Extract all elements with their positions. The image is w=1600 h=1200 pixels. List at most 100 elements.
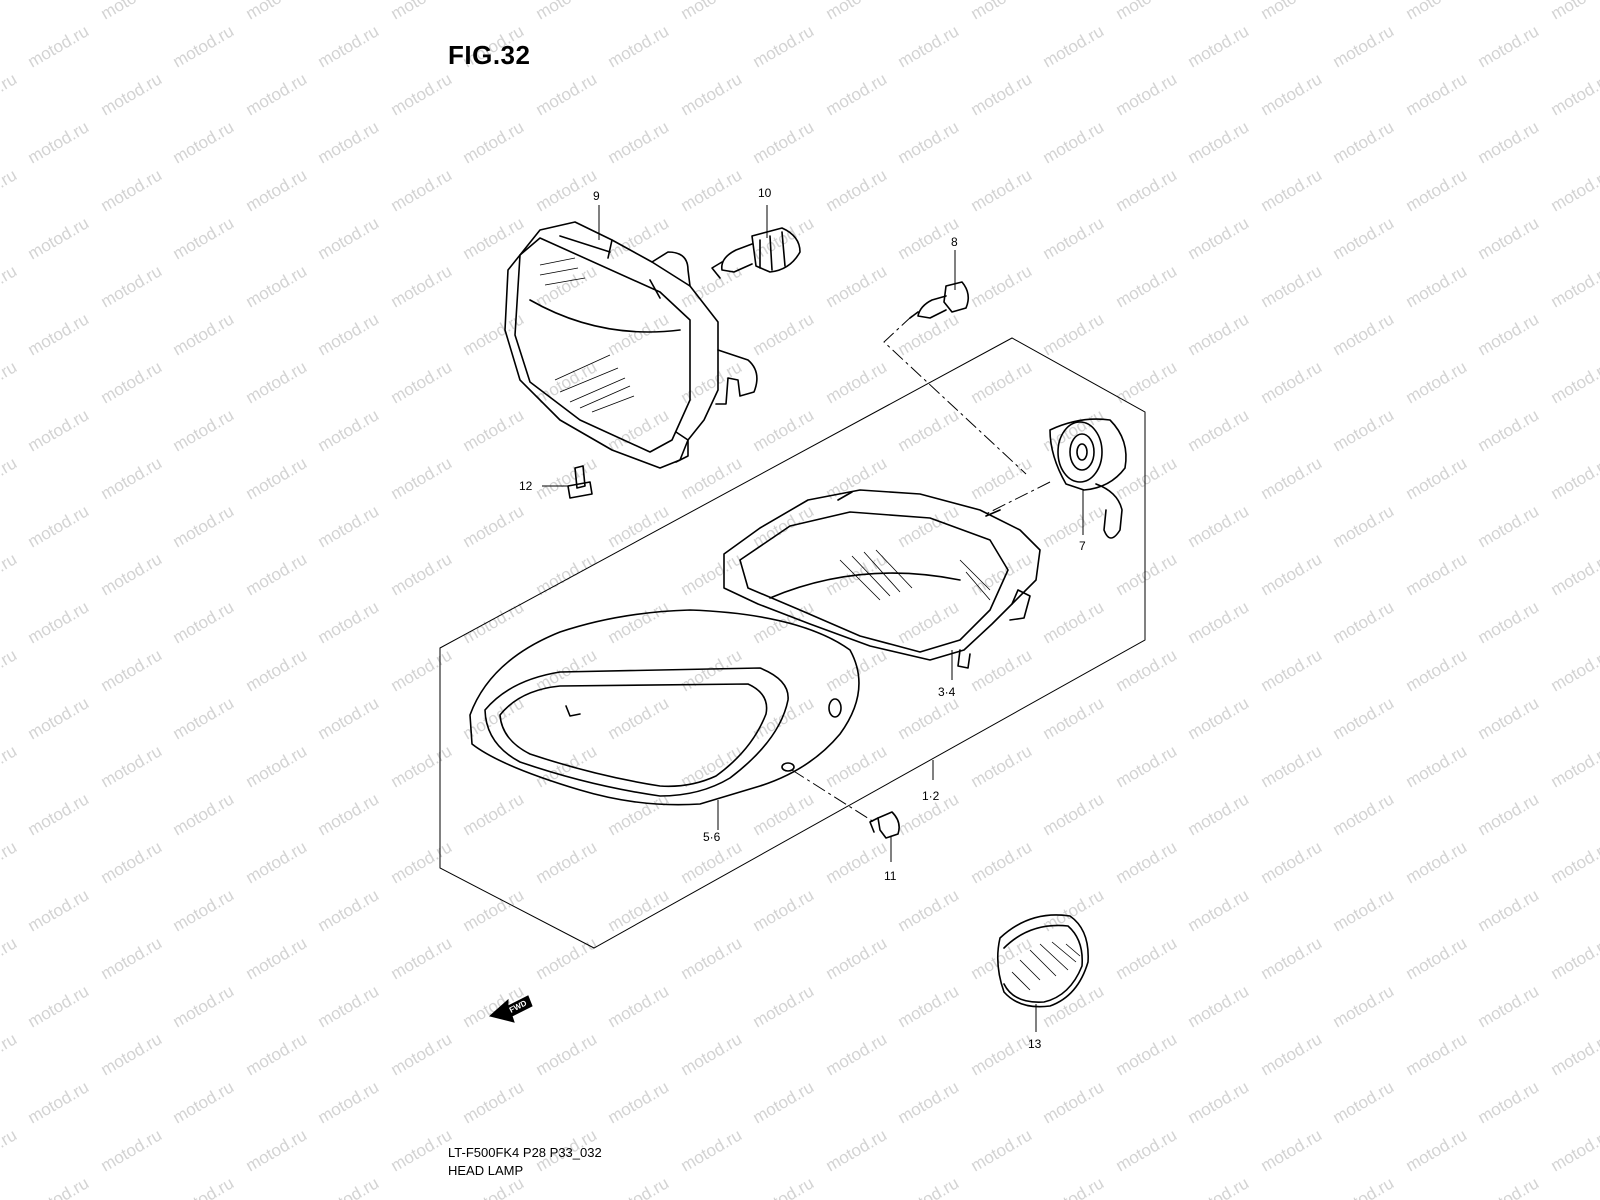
watermark-text: motod.ru [750,501,818,551]
watermark-text: motod.ru [1403,357,1471,407]
watermark-text: motod.ru [1113,261,1181,311]
watermark-text: motod.ru [1113,837,1181,887]
watermark-text: motod.ru [1185,981,1253,1031]
watermark-text: motod.ru [98,549,166,599]
model-code: LT-F500FK4 P28 P33_032 [448,1145,602,1160]
callout-10: 10 [758,186,772,200]
watermark-text: motod.ru [968,165,1036,215]
watermark-text: motod.ru [823,261,891,311]
watermark-text: motod.ru [1330,213,1398,263]
watermark-text: motod.ru [315,21,383,71]
watermark-text: motod.ru [823,165,891,215]
watermark-text: motod.ru [1258,549,1326,599]
watermark-text: motod.ru [1548,933,1600,983]
watermark-text: motod.ru [1403,453,1471,503]
watermark-text: motod.ru [1403,69,1471,119]
watermark-text: motod.ru [388,1029,456,1079]
watermark-text: motod.ru [170,1173,238,1200]
watermark-text: motod.ru [895,885,963,935]
watermark-text: motod.ru [1330,309,1398,359]
callout-13: 13 [1028,1037,1042,1051]
watermark-text: motod.ru [1185,1173,1253,1200]
watermark-text: motod.ru [895,405,963,455]
watermark-text: motod.ru [1330,21,1398,71]
watermark-text: motod.ru [98,261,166,311]
watermark-text: motod.ru [170,117,238,167]
callout-12: 12 [519,479,533,493]
watermark-text: motod.ru [750,789,818,839]
watermark-text: motod.ru [678,69,746,119]
watermark-text: motod.ru [1403,837,1471,887]
watermark-text: motod.ru [0,261,20,311]
watermark-text: motod.ru [243,1029,311,1079]
watermark-text: motod.ru [460,789,528,839]
watermark-text: motod.ru [1548,549,1600,599]
watermark-text: motod.ru [1113,165,1181,215]
watermark-text: motod.ru [678,453,746,503]
watermark-text: motod.ru [388,741,456,791]
watermark-text: motod.ru [1258,1125,1326,1175]
watermark-text: motod.ru [460,405,528,455]
watermark-text: motod.ru [460,501,528,551]
watermark-text: motod.ru [1548,741,1600,791]
watermark-text: motod.ru [533,933,601,983]
watermark-text: motod.ru [1040,597,1108,647]
watermark-text: motod.ru [1113,741,1181,791]
watermark-text: motod.ru [98,165,166,215]
watermark-text: motod.ru [1475,1077,1543,1127]
watermark-text: motod.ru [1258,165,1326,215]
watermark-text: motod.ru [1113,453,1181,503]
watermark-text: motod.ru [388,837,456,887]
watermark-text: motod.ru [533,165,601,215]
watermark-text: motod.ru [1185,885,1253,935]
watermark-text: motod.ru [25,693,93,743]
watermark-text: motod.ru [1403,165,1471,215]
watermark-text: motod.ru [823,357,891,407]
watermark-text: motod.ru [1258,933,1326,983]
watermark-text: motod.ru [1040,309,1108,359]
watermark-text: motod.ru [1113,1125,1181,1175]
watermark-text: motod.ru [533,741,601,791]
watermark-text: motod.ru [1548,837,1600,887]
watermark-text: motod.ru [1040,117,1108,167]
figure-footer: LT-F500FK4 P28 P33_032 HEAD LAMP [448,1144,602,1180]
watermark-text: motod.ru [388,0,456,23]
watermark-text: motod.ru [678,165,746,215]
watermark-text: motod.ru [315,885,383,935]
watermark-text: motod.ru [1475,597,1543,647]
watermark-text: motod.ru [315,597,383,647]
watermark-text: motod.ru [1330,1173,1398,1200]
callout-5-6: 5·6 [703,830,721,844]
watermark-text: motod.ru [1330,693,1398,743]
watermark-text: motod.ru [968,645,1036,695]
watermark-text: motod.ru [1475,21,1543,71]
watermark-text: motod.ru [98,933,166,983]
watermark-text: motod.ru [170,21,238,71]
watermark-text: motod.ru [1040,693,1108,743]
watermark-text: motod.ru [243,741,311,791]
watermark-text: motod.ru [895,693,963,743]
part-7-socket [1049,418,1127,539]
watermark-text: motod.ru [1403,261,1471,311]
watermark-text: motod.ru [1113,549,1181,599]
watermark-text: motod.ru [98,741,166,791]
watermark-text: motod.ru [1258,645,1326,695]
watermark-text: motod.ru [1258,741,1326,791]
watermark-text: motod.ru [170,693,238,743]
watermark-text: motod.ru [968,1029,1036,1079]
watermark-text: motod.ru [968,357,1036,407]
watermark-text: motod.ru [823,1029,891,1079]
watermark-text: motod.ru [388,933,456,983]
watermark-text: motod.ru [0,741,20,791]
watermark-text: motod.ru [98,0,166,23]
watermark-text: motod.ru [678,837,746,887]
watermark-text: motod.ru [1403,645,1471,695]
watermark-text: motod.ru [1548,357,1600,407]
watermark-text: motod.ru [678,549,746,599]
watermark-text: motod.ru [315,117,383,167]
watermark-text: motod.ru [25,405,93,455]
watermark-text: motod.ru [170,981,238,1031]
part-8-position-bulb [909,281,970,319]
watermark-text: motod.ru [1475,1173,1543,1200]
watermark-text: motod.ru [1403,549,1471,599]
